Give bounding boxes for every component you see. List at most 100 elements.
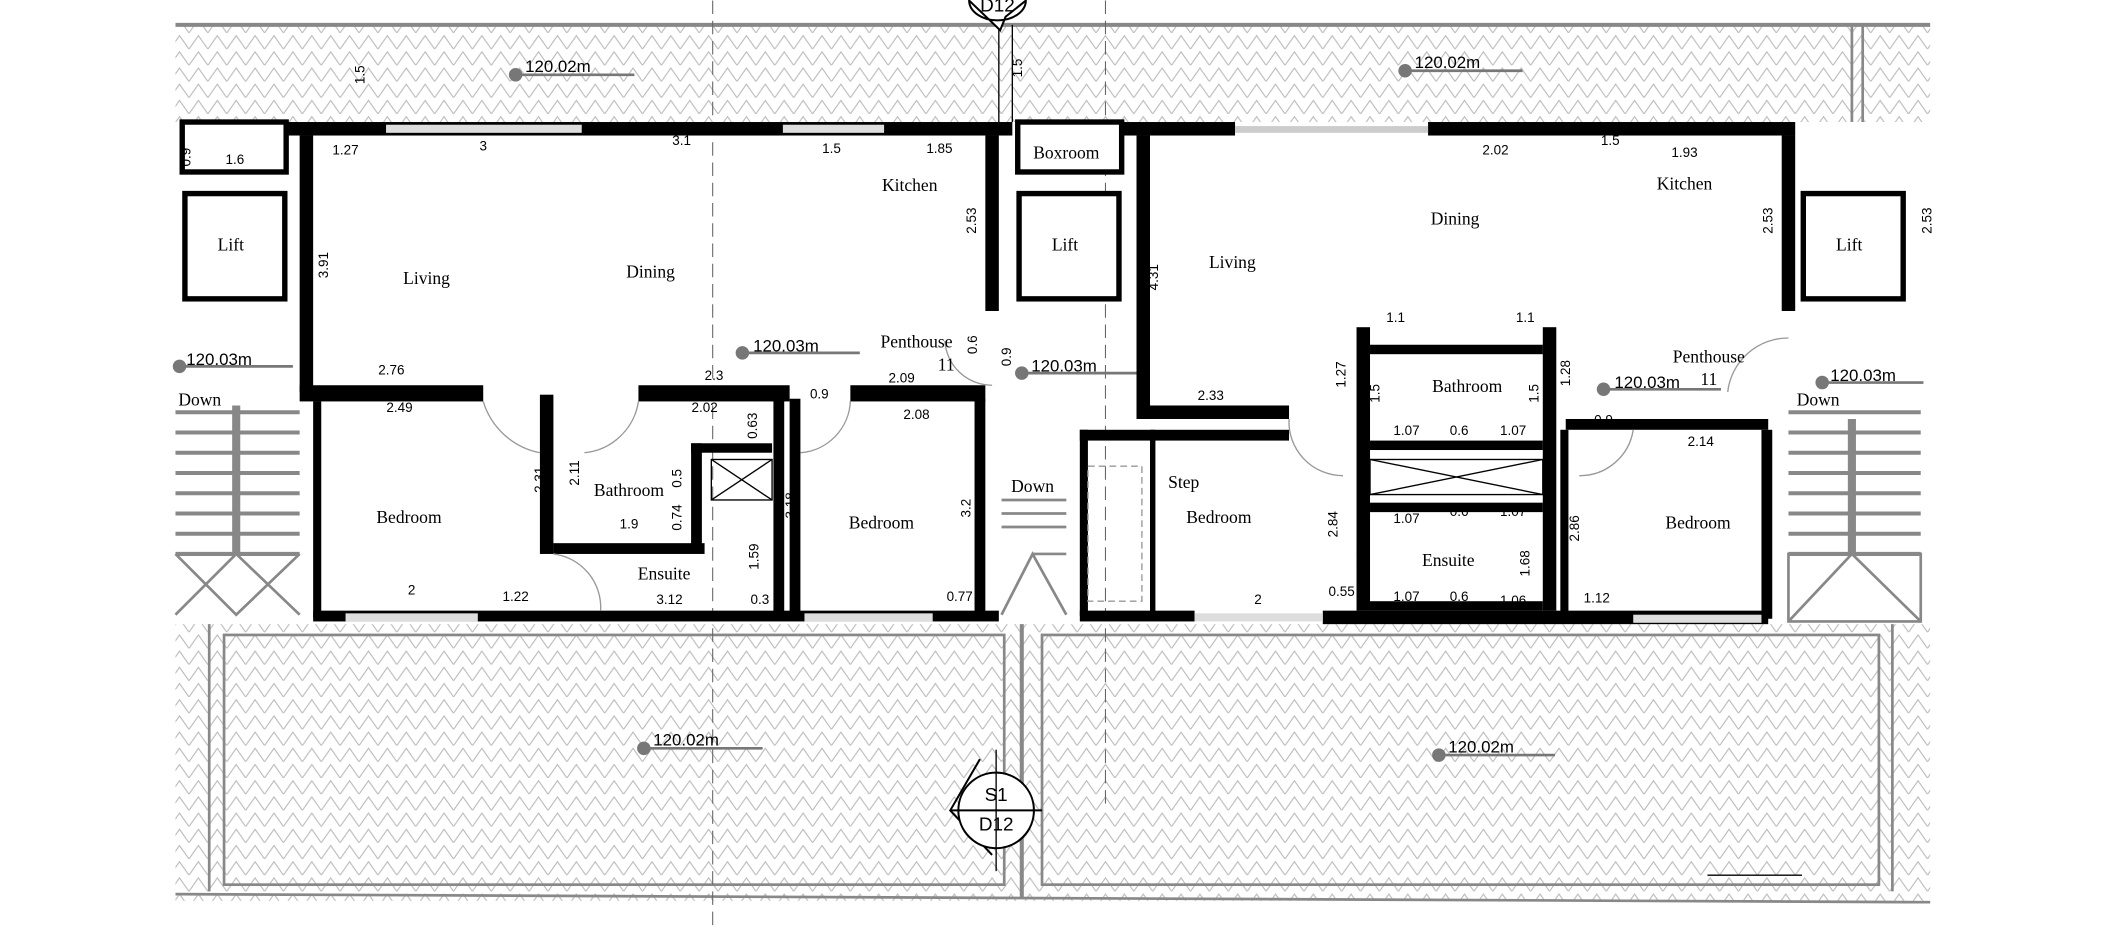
dimension-label: 1.22 [502,589,528,604]
dimension-label: 2.84 [1326,511,1341,538]
room-label: Dining [626,261,675,281]
room-label: Lift [1052,234,1078,254]
stair-middle [1000,498,1068,616]
dimension-label: 3.1 [672,133,691,148]
room-label: Living [1209,252,1256,272]
dimension-label: 0.63 [745,413,760,439]
level-markers: 120.02m 120.02m 120.02m 120.02m 120.03m … [172,53,1924,762]
dimension-label: 1.07 [1393,511,1419,526]
dimension-label: 3.91 [316,252,331,278]
dimension-label: 1.68 [1517,550,1532,576]
dimension-label: 1.07 [1393,423,1419,438]
dimension-label: 0.55 [1329,584,1355,599]
dimension-label: 3.2 [958,499,973,518]
dimension-label: 2.08 [903,407,929,422]
dimension-label: 1.5 [1367,384,1382,403]
dimension-label: 2.33 [1198,388,1224,403]
room-label: Bedroom [849,512,915,532]
svg-text:120.03m: 120.03m [1830,366,1896,385]
dimension-label: 0.6 [1450,504,1469,519]
dimension-label: 1.5 [352,65,367,84]
dimension-label: 2 [408,582,416,597]
room-label: Living [403,268,450,288]
dimension-label: 4.31 [1146,264,1161,290]
svg-text:120.02m: 120.02m [653,731,719,750]
svg-text:120.02m: 120.02m [1415,53,1481,72]
dimension-label: 1.27 [332,142,358,157]
svg-text:120.03m: 120.03m [1031,357,1097,376]
cores [174,119,1923,623]
room-label: Boxroom [1033,142,1100,162]
dimension-label: 1.6 [225,152,244,167]
dimension-label: 1.07 [1500,504,1526,519]
dimension-label: 0.6 [1450,423,1469,438]
dimension-label: 1.5 [822,141,841,156]
dimension-label: 0.9 [1354,549,1369,568]
dimension-label: 2.53 [1920,207,1935,233]
dimension-label: 1.85 [926,141,952,156]
dimension-label: 1.28 [1558,360,1573,386]
room-label: 11 [938,354,955,374]
room-label: Dining [1431,209,1480,229]
dimension-label: 0.77 [947,589,973,604]
dimension-label: 2.14 [1688,434,1715,449]
room-label: Down [1797,389,1840,409]
room-label: Step [1168,472,1199,492]
dimension-label: 1.07 [1500,423,1526,438]
room-label: Penthouse [1673,346,1745,366]
svg-text:120.02m: 120.02m [1448,737,1514,756]
dimension-label: 2 [1254,592,1262,607]
dimension-label: 2.86 [1567,515,1582,541]
dimension-label: 1.1 [1386,310,1405,325]
dimension-label: 0.9 [999,348,1014,367]
terrace-top [175,22,1931,123]
dimension-label: 3 [479,138,487,153]
dimension-label: 0.9 [178,148,193,167]
unit-b-walls [1079,122,1796,625]
svg-text:D12: D12 [979,815,1014,836]
dimension-label: 1.93 [1671,145,1697,160]
unit-a-walls [260,122,1013,622]
stair-right [1787,410,1923,623]
dimension-label: 2.09 [889,371,915,386]
level-marker: 120.03m [1596,373,1721,397]
room-label: Bedroom [376,507,442,527]
svg-text:120.03m: 120.03m [186,350,252,369]
dimension-label: 2.49 [386,400,412,415]
dimension-label: 1.5 [1527,384,1542,403]
svg-text:120.03m: 120.03m [753,336,819,355]
dimension-label: 2.02 [1482,142,1508,157]
room-label: Lift [1836,234,1862,254]
room-label: Penthouse [880,331,952,351]
level-marker: 120.03m [1015,357,1137,380]
room-label: Ensuite [638,564,691,584]
dimension-label: 1.06 [1500,593,1526,608]
room-label: 11 [1700,369,1717,389]
dimension-label: 0.74 [670,504,685,531]
room-label: Kitchen [1657,174,1713,194]
svg-text:120.03m: 120.03m [1614,373,1680,392]
room-label: Down [1011,476,1054,496]
room-label: Down [178,389,221,409]
room-label: Bathroom [594,480,664,500]
svg-text:120.02m: 120.02m [525,57,591,76]
dimension-label: 2.3 [705,368,724,383]
section-marker-bottom: S1 D12 [948,749,1043,872]
dimension-label: 2.53 [964,207,979,233]
dimension-label: 2.53 [1760,207,1775,233]
dimension-label: 1.5 [1601,133,1620,148]
dimension-label: 0.9 [810,387,829,402]
room-label: Bathroom [1432,376,1502,396]
section-marker-top: D12 [968,0,1027,33]
dimension-label: 1.9 [620,516,639,531]
dimension-label: 2.11 [567,460,582,485]
dimensions-unit-a: 1.5 1.6 0.9 1.27 3 3.1 1.5 1.85 3.91 2.5… [178,65,1014,606]
level-marker: 120.02m [1398,53,1523,78]
dimension-label: 1.27 [1334,361,1349,387]
dimension-label: 1.59 [747,544,762,570]
dimension-label: 3.12 [656,592,682,607]
dimension-label: 0.9 [1594,412,1613,427]
dimension-label: 0.6 [1450,589,1469,604]
stair-left [174,405,301,617]
